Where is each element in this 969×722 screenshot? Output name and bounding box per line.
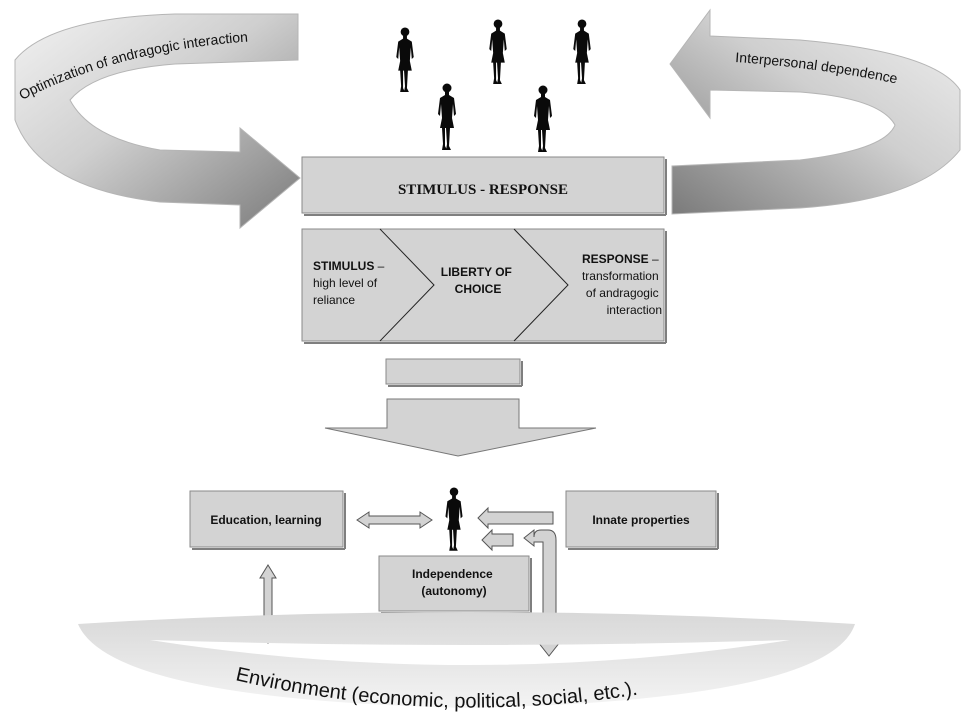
- stimulus-response-label: STIMULUS - RESPONSE: [398, 182, 568, 198]
- person-icon: [534, 85, 552, 152]
- stimulus-response-box: [301, 156, 665, 214]
- arrow-innate-to-person: [477, 506, 554, 530]
- independence-box: [378, 555, 530, 612]
- big-down-arrow: [324, 398, 597, 457]
- interpersonal-curved-arrow: [669, 8, 961, 215]
- education-label: Education, learning: [210, 513, 321, 527]
- independence-label: Independence (autonomy): [412, 567, 496, 598]
- person-icon: [445, 487, 463, 551]
- chevron-divider-2: [513, 228, 569, 342]
- chevron-process-box: [301, 228, 665, 342]
- person-icon: [438, 83, 456, 150]
- arrow-small-to-person: [481, 528, 514, 552]
- person-icon: [489, 19, 507, 85]
- optimization-curved-arrow: [14, 13, 301, 230]
- education-box: [189, 490, 344, 548]
- stimulus-step-text: STIMULUS – high level of reliance: [313, 259, 388, 307]
- connector-bar: [385, 358, 521, 385]
- chevron-divider-1: [379, 228, 435, 342]
- double-arrow-education: [356, 511, 433, 529]
- response-step-text: RESPONSE – transformation of andragogic …: [582, 252, 662, 317]
- innate-properties-label: Innate properties: [592, 513, 690, 527]
- liberty-step-text: LIBERTY OF CHOICE: [441, 265, 515, 296]
- person-icon: [396, 27, 414, 93]
- innate-properties-box: [565, 490, 717, 548]
- person-icon: [573, 19, 591, 85]
- environment-arc: [78, 612, 855, 708]
